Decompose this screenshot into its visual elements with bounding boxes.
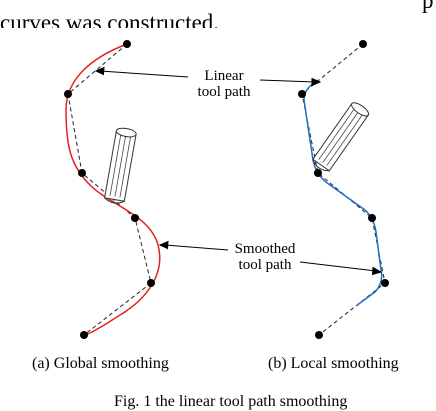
linear-path-b <box>301 43 386 336</box>
control-points-b <box>298 40 389 339</box>
tool-cutter-a <box>104 127 137 204</box>
label-linear-line2: tool path <box>197 84 251 100</box>
linear-label-arrows <box>94 66 322 87</box>
label-linear-line1: Linear <box>204 68 244 84</box>
label-linear-tool-path: Linear tool path <box>188 68 260 100</box>
figure-caption: Fig. 1 the linear tool path smoothing <box>114 393 348 410</box>
label-smoothed-tool-path: Smoothed tool path <box>226 241 304 273</box>
text-line-1-tail: p <box>422 0 434 13</box>
label-smoothed-line1: Smoothed <box>234 241 296 257</box>
local-smooth-curve <box>303 79 383 307</box>
previous-text-fragment: p curves was constructed. <box>0 0 436 28</box>
tool-cutter-b <box>312 102 370 172</box>
control-points-a <box>64 40 155 339</box>
subcaption-b: (b) Local smoothing <box>268 355 399 372</box>
subcaption-a: (a) Global smoothing <box>32 355 169 372</box>
smoothed-label-arrows <box>158 240 383 276</box>
text-line-2: curves was constructed. <box>0 10 220 28</box>
label-smoothed-line2: tool path <box>238 257 292 273</box>
